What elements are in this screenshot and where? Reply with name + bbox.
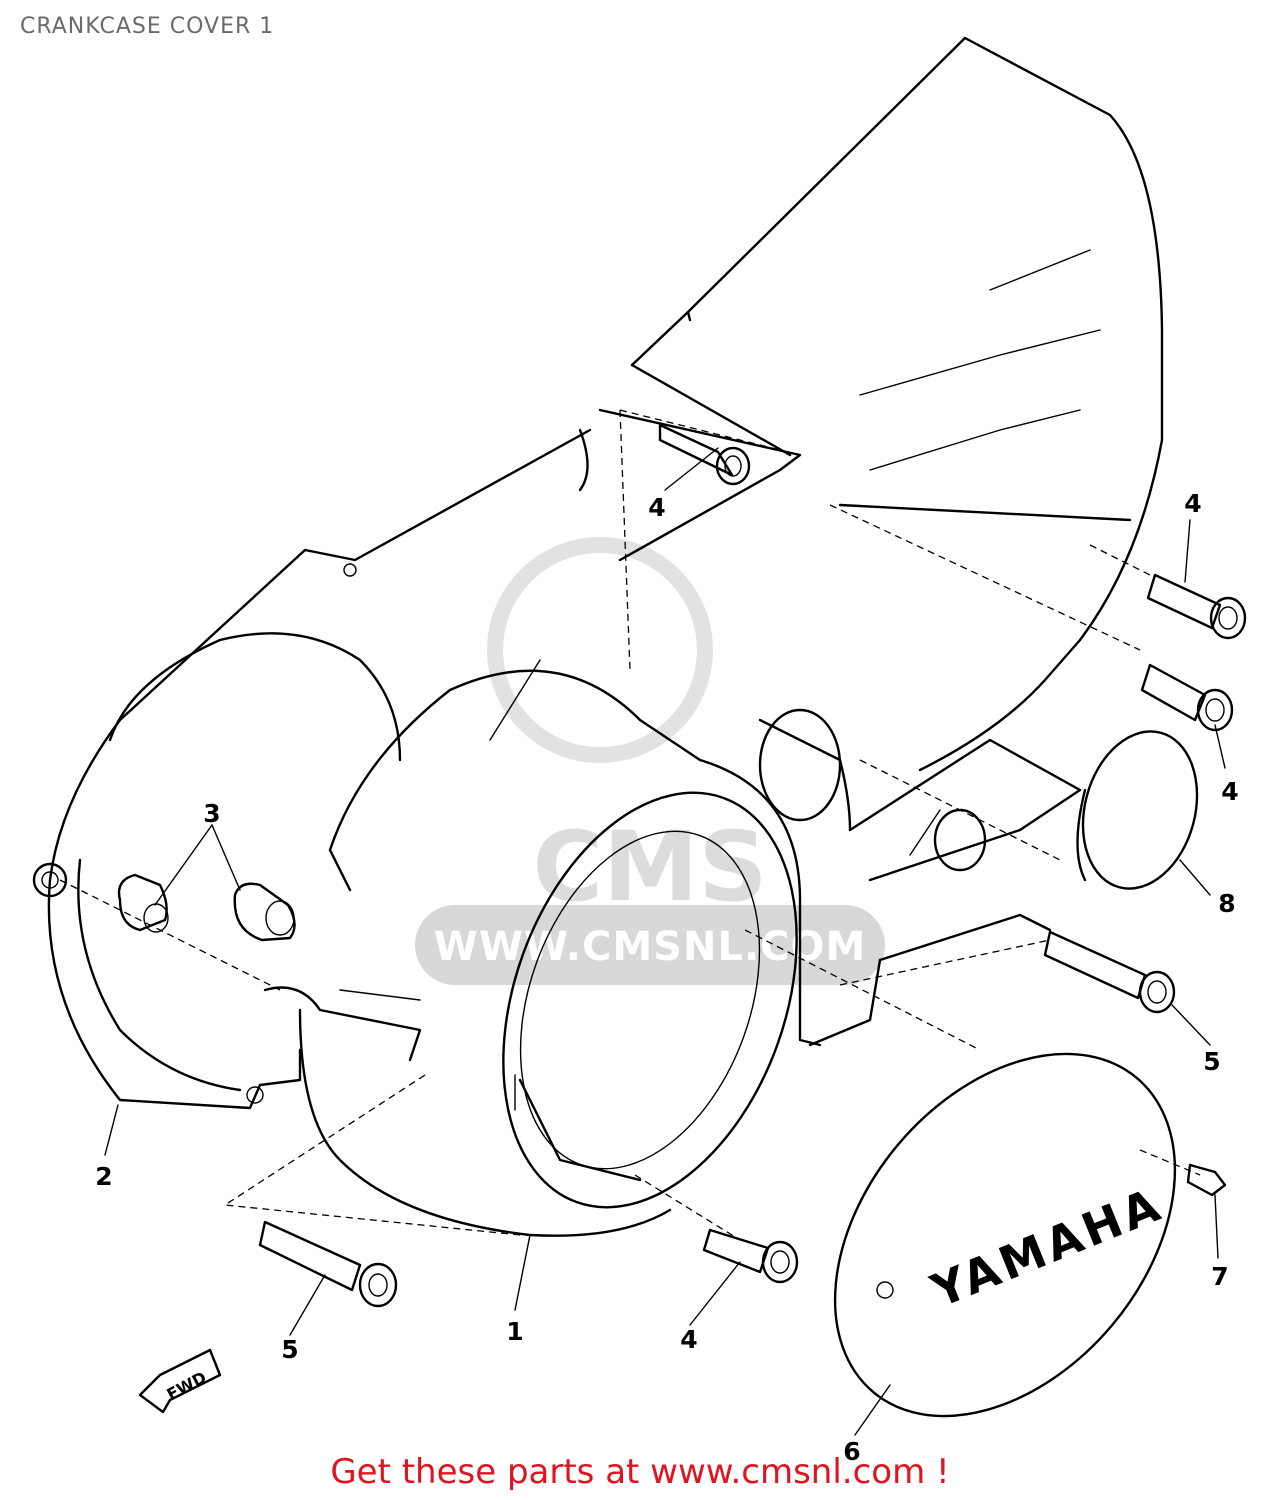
bolt-5-left [258,1220,398,1308]
bolt-4-right-upper [1146,573,1247,640]
callouts: 4 4 4 3 8 5 7 2 4 5 1 6 [95,489,1238,1466]
bolt-4-top [658,423,751,486]
callout-8: 8 [1218,889,1235,918]
bolt-4-bottom [702,1228,799,1284]
bolt-4-right-lower [1140,663,1234,732]
callout-6: 6 [843,1437,860,1466]
page-title: CRANKCASE COVER 1 [20,14,275,39]
bolt-5-right [1043,930,1176,1014]
watermark: CMS WWW.CMSNL.COM [415,537,885,985]
dowel-pins-part-3 [117,873,296,942]
main-cover-part-1 [263,659,1082,1237]
callout-1: 1 [506,1317,523,1346]
callout-4-right-lower: 4 [1221,777,1238,806]
callout-4-bottom: 4 [680,1325,697,1354]
fwd-arrow: FWD [138,1348,222,1414]
plug-part-8 [1076,730,1199,890]
callout-7: 7 [1211,1262,1228,1291]
footer-link[interactable]: Get these parts at www.cmsnl.com ! [330,1452,950,1492]
outer-cover-part-6: YAMAHA [833,1052,1177,1418]
fwd-label: FWD [164,1368,210,1404]
watermark-logo-ring [487,537,713,763]
watermark-url: WWW.CMSNL.COM [434,924,867,970]
watermark-banner [415,905,885,985]
leader-lines [104,447,1226,1436]
callout-3: 3 [203,799,220,828]
callout-4-top: 4 [648,493,665,522]
callout-5-left: 5 [281,1335,298,1364]
screw-7 [1186,1163,1227,1197]
callout-5-right: 5 [1203,1047,1220,1076]
callout-4-right-upper: 4 [1184,489,1201,518]
callout-2: 2 [95,1162,112,1191]
upper-cover-outline [578,36,1164,772]
gasket-part-2 [32,428,592,1110]
